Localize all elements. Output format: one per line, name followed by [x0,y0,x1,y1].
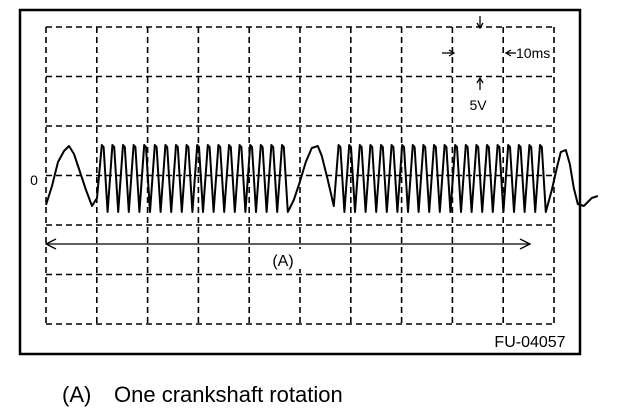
scale-indicator: 10ms 5V [442,16,550,113]
arrow-left-icon [504,49,516,57]
span-arrow [44,238,532,250]
voltage-scale-label: 5V [469,97,487,113]
zero-label: 0 [30,172,38,188]
legend-key: (A) [62,382,92,407]
arrow-up-icon [476,76,484,90]
arrow-down-icon [476,16,484,30]
figure-id: FU-04057 [494,334,565,351]
arrow-right-icon [442,49,456,57]
scope-frame [18,8,582,356]
legend-caption: (A) One crankshaft rotation [62,380,343,410]
waveform-trace [45,144,599,213]
time-scale-label: 10ms [516,45,550,61]
arrow-left-icon [44,238,57,250]
scope-grid [45,26,555,325]
span-label: (A) [272,253,293,270]
arrow-right-icon [519,238,532,250]
legend-description: One crankshaft rotation [114,382,343,407]
